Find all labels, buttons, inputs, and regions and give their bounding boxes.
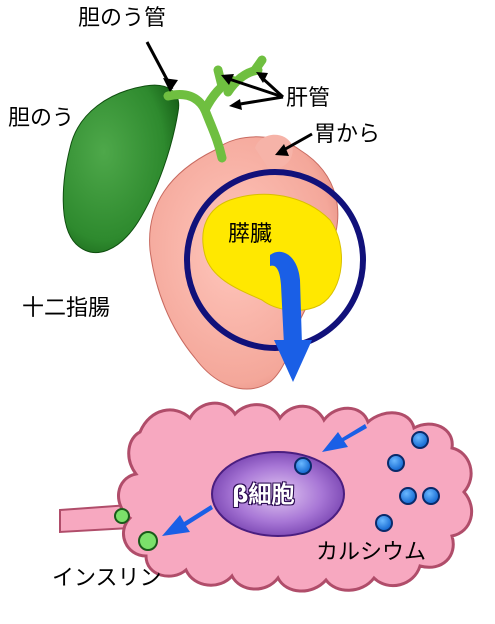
calcium-dot — [400, 488, 416, 504]
label-calcium: カルシウム — [316, 542, 426, 564]
label-insulin: インスリン — [52, 568, 162, 590]
calcium-dot — [388, 455, 404, 471]
calcium-dot — [295, 458, 311, 474]
insulin-dot — [139, 532, 157, 550]
label-duodenum: 十二指腸 — [22, 298, 110, 320]
label-gallbladder-duct: 胆のう管 — [78, 8, 166, 30]
calcium-dot — [376, 515, 392, 531]
insulin-dot — [115, 509, 129, 523]
label-beta-cell: β細胞 — [232, 484, 294, 507]
label-pancreas: 膵臓 — [228, 224, 272, 246]
calcium-dot — [423, 488, 439, 504]
label-from-stomach: 胃から — [314, 124, 380, 146]
label-hepatic-duct: 肝管 — [286, 88, 330, 110]
calcium-dot — [412, 432, 428, 448]
label-gallbladder: 胆のう — [8, 108, 74, 130]
